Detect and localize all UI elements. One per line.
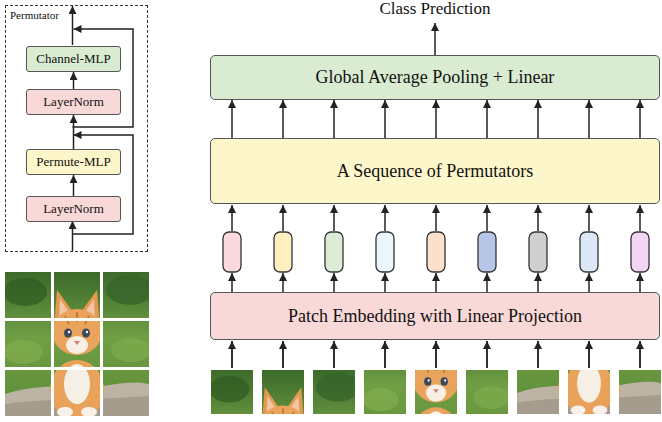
- image-patch: [3, 272, 154, 420]
- flow-arrow: [639, 100, 641, 138]
- box-label: LayerNorm: [43, 94, 104, 110]
- image-patch: [3, 272, 154, 420]
- output-arrow: [434, 23, 436, 55]
- backbone-box: A Sequence of Permutators: [210, 138, 660, 204]
- token-arrow: [231, 273, 233, 292]
- token-arrow: [384, 273, 386, 292]
- image-patch: [3, 272, 154, 420]
- patch-arrow: [384, 341, 386, 368]
- norm-box: LayerNorm: [26, 196, 121, 222]
- flow-arrow: [231, 100, 233, 138]
- flow-arrow: [435, 100, 437, 138]
- patch-arrow: [282, 341, 284, 368]
- flow-arrow: [282, 100, 284, 138]
- image-patch: [3, 272, 154, 420]
- token-arrow: [231, 205, 233, 231]
- image-patch: [3, 272, 154, 420]
- flow-arrow: [384, 100, 386, 138]
- image-patch: [3, 272, 154, 420]
- token: [325, 232, 343, 272]
- flow-arrow: [588, 100, 590, 138]
- token-arrow: [537, 273, 539, 292]
- token-arrow: [384, 205, 386, 231]
- token: [274, 232, 292, 272]
- box-label: Channel-MLP: [36, 51, 110, 67]
- mlp-box: Permute-MLP: [26, 149, 121, 175]
- image-patch: [3, 272, 154, 420]
- mlp-box: Channel-MLP: [26, 46, 121, 72]
- token: [427, 232, 445, 272]
- token: [580, 232, 598, 272]
- output-label: Class Prediction: [335, 0, 535, 19]
- module-title: Permutator: [6, 6, 63, 24]
- box-label: Permute-MLP: [36, 154, 110, 170]
- input-arrow: [72, 221, 74, 251]
- image-patch: [3, 272, 154, 420]
- patch-arrow: [588, 341, 590, 368]
- output-arrow: [72, 6, 74, 45]
- flow-arrow: [333, 100, 335, 138]
- box-label: Global Average Pooling + Linear: [316, 67, 555, 88]
- image-patch: [3, 272, 154, 420]
- image-patch: [3, 272, 154, 420]
- image-patch: [3, 272, 154, 420]
- flow-arrow: [73, 115, 75, 149]
- flow-arrow: [73, 175, 75, 196]
- token-arrow: [537, 205, 539, 231]
- box-label: LayerNorm: [43, 201, 104, 217]
- token-arrow: [486, 205, 488, 231]
- patch-grid: [3, 272, 154, 420]
- flow-arrow: [486, 100, 488, 138]
- image-patch: [3, 272, 154, 420]
- token: [631, 232, 649, 272]
- embedding-box: Patch Embedding with Linear Projection: [210, 292, 660, 340]
- patch-arrow: [333, 341, 335, 368]
- image-patch: [3, 272, 154, 420]
- patch-arrow: [639, 341, 641, 368]
- token-arrow: [282, 273, 284, 292]
- image-patch: [222, 370, 360, 422]
- token: [223, 232, 241, 272]
- token: [376, 232, 394, 272]
- token-arrow: [333, 205, 335, 231]
- token-arrow: [435, 205, 437, 231]
- token-arrow: [486, 273, 488, 292]
- patch-arrow: [435, 341, 437, 368]
- image-patch: [222, 370, 360, 422]
- token-row: [223, 232, 649, 272]
- module-frame: PermutatorChannel-MLPLayerNormPermute-ML…: [5, 5, 148, 252]
- token-arrow: [588, 273, 590, 292]
- flow-arrow: [73, 72, 75, 89]
- head-box: Global Average Pooling + Linear: [210, 55, 660, 100]
- image-patch: [3, 272, 154, 420]
- token-arrow: [282, 205, 284, 231]
- token-arrow: [639, 205, 641, 231]
- token-arrow: [588, 205, 590, 231]
- token-arrow: [333, 273, 335, 292]
- flow-arrow: [537, 100, 539, 138]
- patch-arrow: [486, 341, 488, 368]
- box-label: Patch Embedding with Linear Projection: [288, 306, 582, 327]
- patch-arrow-lines: [232, 341, 640, 368]
- token-arrow: [639, 273, 641, 292]
- image-patch: [3, 272, 154, 420]
- token: [529, 232, 547, 272]
- patch-sequence: [209, 276, 662, 422]
- token: [478, 232, 496, 272]
- patch-arrow: [537, 341, 539, 368]
- patch-arrow: [231, 341, 233, 368]
- norm-box: LayerNorm: [26, 89, 121, 115]
- image-patch: [3, 272, 154, 420]
- image-patch: [3, 272, 154, 420]
- box-label: A Sequence of Permutators: [337, 161, 533, 182]
- image-patch: [3, 272, 154, 420]
- token-arrow: [435, 273, 437, 292]
